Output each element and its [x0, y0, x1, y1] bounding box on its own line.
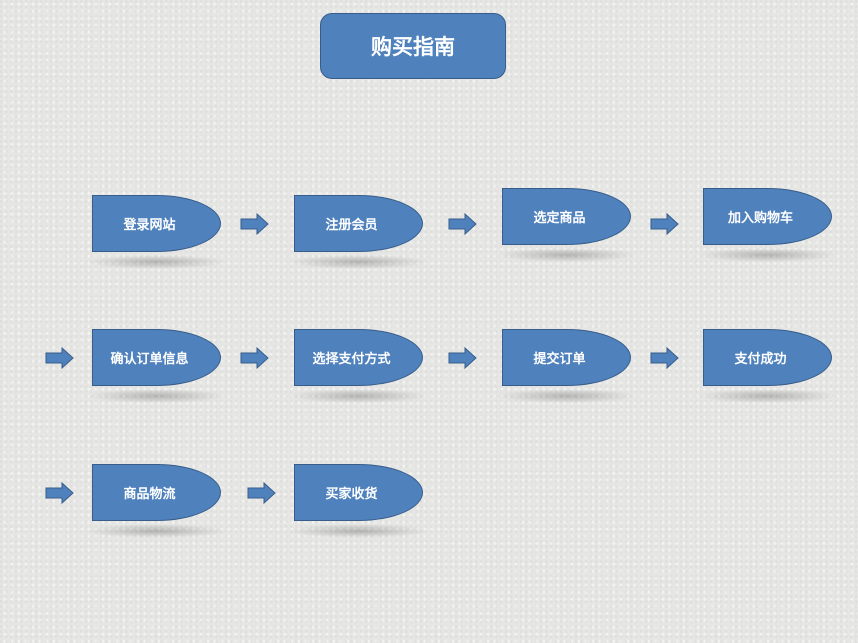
step-payment-success: 支付成功	[696, 329, 839, 403]
arrow-right-icon	[240, 347, 269, 369]
step-select-product: 选定商品	[495, 188, 638, 262]
arrow-right-icon	[448, 213, 477, 235]
diagram-title: 购买指南	[320, 13, 506, 79]
step-payment-method: 选择支付方式	[287, 329, 430, 403]
step-buyer-receipt: 买家收货	[287, 464, 430, 538]
arrow-right-icon	[240, 213, 269, 235]
step-submit-order: 提交订单	[495, 329, 638, 403]
step-login: 登录网站	[85, 195, 228, 269]
arrow-right-icon	[650, 347, 679, 369]
arrow-right-icon	[45, 482, 74, 504]
arrow-right-icon	[650, 213, 679, 235]
arrow-right-icon	[45, 347, 74, 369]
step-confirm-order: 确认订单信息	[85, 329, 228, 403]
step-logistics: 商品物流	[85, 464, 228, 538]
arrow-right-icon	[247, 482, 276, 504]
step-register: 注册会员	[287, 195, 430, 269]
step-add-to-cart: 加入购物车	[696, 188, 839, 262]
arrow-right-icon	[448, 347, 477, 369]
